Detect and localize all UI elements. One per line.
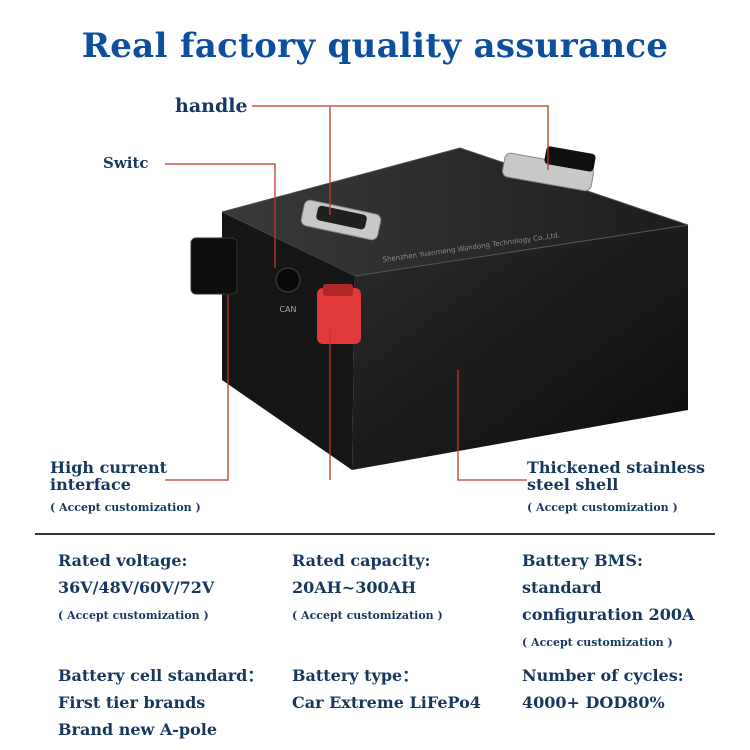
spec-heading: Battery cell standard： bbox=[58, 666, 264, 685]
switch-button bbox=[275, 267, 301, 293]
switch-label: Switc bbox=[103, 154, 149, 172]
spec-cell-standard: Battery cell standard： First tier brands… bbox=[58, 665, 263, 741]
spec-value: standard bbox=[522, 578, 602, 597]
handle-back bbox=[502, 146, 596, 192]
spec-value: First tier brands bbox=[58, 693, 206, 712]
spec-value: configuration 200A bbox=[522, 605, 695, 624]
callout-line1: High current bbox=[50, 458, 168, 477]
spec-value: 4000+ DOD80% bbox=[522, 693, 665, 712]
handle-front bbox=[300, 199, 382, 241]
spec-rated-voltage: Rated voltage: 36V/48V/60V/72V ( Accept … bbox=[58, 550, 214, 627]
callout-lines bbox=[165, 105, 549, 481]
spec-value: Car Extreme LiFePo4 bbox=[292, 693, 481, 712]
battery-front-face bbox=[352, 225, 688, 470]
battery-top-face bbox=[222, 148, 688, 276]
battery-product-image: Shenzhen Yuanmeng Wandong Technology Co.… bbox=[165, 105, 689, 481]
spec-value: 20AH~300AH bbox=[292, 578, 417, 597]
spec-note: ( Accept customization ) bbox=[58, 609, 209, 622]
spec-note: ( Accept customization ) bbox=[522, 636, 673, 649]
callout-line2: steel shell bbox=[527, 475, 619, 494]
red-terminal-cap bbox=[317, 288, 361, 344]
section-divider bbox=[35, 533, 715, 535]
spec-value: Brand new A-pole bbox=[58, 720, 218, 739]
callout-note: ( Accept customization ) bbox=[527, 501, 678, 514]
spec-heading: Battery type： bbox=[292, 666, 419, 685]
handle-label: handle bbox=[175, 95, 248, 117]
callout-line2: interface bbox=[50, 475, 131, 494]
spec-rated-capacity: Rated capacity: 20AH~300AH ( Accept cust… bbox=[292, 550, 443, 627]
spec-note: ( Accept customization ) bbox=[292, 609, 443, 622]
battery-left-face bbox=[222, 212, 355, 470]
callout-line1: Thickened stainless bbox=[527, 458, 705, 477]
high-current-interface-callout: High current interface ( Accept customiz… bbox=[50, 459, 201, 516]
spec-heading: Number of cycles: bbox=[522, 666, 684, 685]
spec-heading: Rated capacity: bbox=[292, 551, 431, 570]
spec-heading: Rated voltage: bbox=[58, 551, 188, 570]
spec-battery-type: Battery type： Car Extreme LiFePo4 bbox=[292, 665, 481, 714]
spec-number-of-cycles: Number of cycles: 4000+ DOD80% bbox=[522, 665, 684, 714]
port-label: CAN bbox=[279, 305, 296, 314]
callout-note: ( Accept customization ) bbox=[50, 501, 201, 514]
spec-battery-bms: Battery BMS: standard configuration 200A… bbox=[522, 550, 694, 654]
steel-shell-callout: Thickened stainless steel shell ( Accept… bbox=[527, 459, 705, 516]
spec-heading: Battery BMS: bbox=[522, 551, 643, 570]
page-title: Real factory quality assurance bbox=[81, 26, 669, 66]
left-connector-box bbox=[190, 237, 238, 295]
spec-value: 36V/48V/60V/72V bbox=[58, 578, 215, 597]
